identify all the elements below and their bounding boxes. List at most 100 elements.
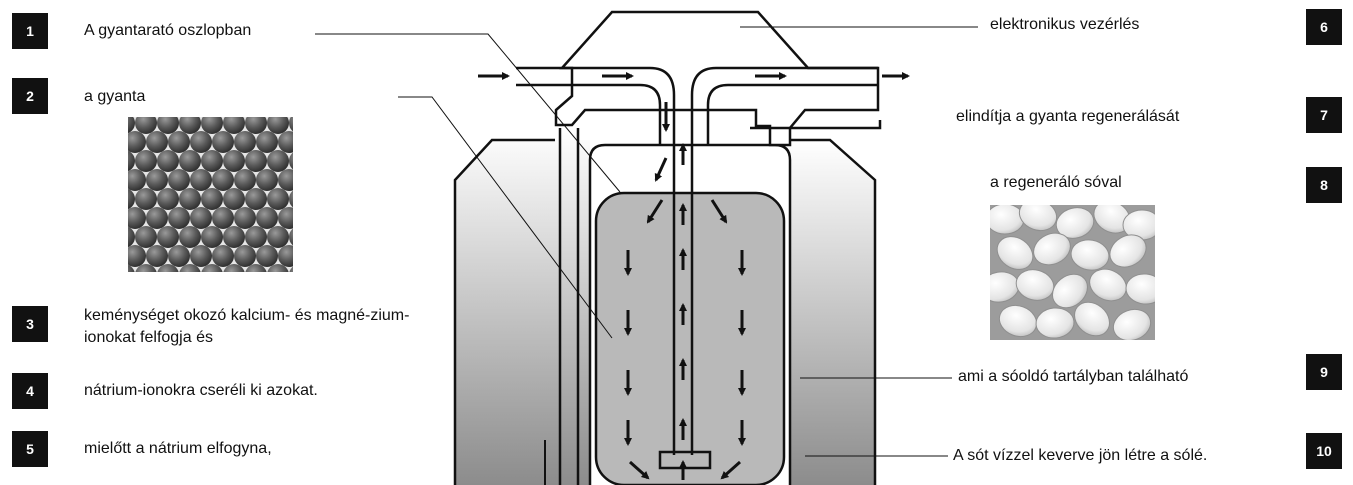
leader-line-1 (315, 33, 621, 193)
resin-bead (128, 131, 146, 153)
resin-bead (157, 117, 179, 134)
flow-arrow (629, 460, 650, 480)
resin-bead (157, 150, 179, 172)
step-badge-5: 5 (12, 431, 48, 467)
salt-tablet (996, 236, 1034, 270)
resin-bead (128, 150, 135, 172)
step-label-6: elektronikus vezérlés (990, 16, 1140, 33)
step-label-3: keménységet okozó kalcium- és magné-zium… (84, 307, 410, 346)
resin-bead (223, 188, 245, 210)
resin-bead (289, 152, 293, 170)
flow-arrow (646, 199, 664, 224)
control-head (554, 10, 880, 147)
resin-bead (157, 226, 179, 248)
resin-bead (146, 131, 168, 153)
step-badge-8: 8 (1306, 167, 1342, 203)
step-label-7: elindítja a gyanta regenerálását (956, 108, 1180, 125)
step-label-2: a gyanta (84, 88, 146, 105)
resin-bead (212, 131, 234, 153)
step-label-8: a regeneráló sóval (990, 174, 1122, 191)
resin-bed (594, 191, 786, 485)
resin-bead (201, 226, 223, 248)
step-badge-3: 3 (12, 306, 48, 342)
resin-bead (190, 245, 212, 267)
resin-bead (157, 264, 179, 272)
resin-bead (223, 264, 245, 272)
brine-tank-right (790, 140, 875, 485)
resin-bead (168, 207, 190, 229)
resin-bead (256, 131, 278, 153)
flow-arrow (720, 460, 741, 480)
resin-bead (128, 117, 135, 134)
resin-bead (128, 264, 135, 272)
resin-bead (168, 131, 190, 153)
salt-tablets-image (990, 205, 1155, 340)
salt-tablet (1070, 239, 1110, 271)
salt-tablet (1112, 308, 1152, 340)
resin-bead (223, 117, 245, 134)
resin-bead (201, 188, 223, 210)
resin-bead (289, 228, 293, 246)
step-badge-7: 7 (1306, 97, 1342, 133)
resin-bead (179, 188, 201, 210)
resin-bead (201, 150, 223, 172)
resin-bead (234, 245, 256, 267)
resin-bead (128, 207, 146, 229)
resin-bead (135, 150, 157, 172)
resin-bead (223, 150, 245, 172)
step-badge-10: 10 (1306, 433, 1342, 469)
resin-bead (267, 264, 289, 272)
resin-bead (179, 117, 201, 134)
resin-bead (234, 169, 256, 191)
resin-bead (278, 207, 293, 229)
step-label-10: A sót vízzel keverve jön létre a sólé. (953, 447, 1208, 464)
resin-bead (168, 169, 190, 191)
salt-tablet (1125, 273, 1155, 305)
resin-bead (146, 207, 168, 229)
salt-tablet (1055, 207, 1095, 239)
resin-bead (179, 264, 201, 272)
resin-bead (267, 117, 289, 134)
salt-tablet (1035, 307, 1075, 339)
resin-bead (267, 226, 289, 248)
resin-bead (278, 245, 293, 267)
resin-bead (212, 207, 234, 229)
resin-bead (256, 245, 278, 267)
resin-bead (234, 207, 256, 229)
resin-bead (278, 131, 293, 153)
resin-bead (234, 131, 256, 153)
resin-bead (289, 266, 293, 272)
resin-bead (135, 226, 157, 248)
salt-tablet (1109, 234, 1147, 268)
resin-bead (289, 117, 293, 132)
resin-bead (201, 264, 223, 272)
leader-line-2 (398, 96, 613, 339)
step-badge-9: 9 (1306, 354, 1342, 390)
resin-bead (278, 169, 293, 191)
step-badge-1: 1 (12, 13, 48, 49)
resin-bead (267, 150, 289, 172)
resin-bead (128, 226, 135, 248)
brine-tank (455, 128, 590, 485)
salt-tablet (1074, 301, 1110, 337)
resin-bead (267, 188, 289, 210)
resin-bead (179, 150, 201, 172)
step-label-1: A gyantarató oszlopban (84, 22, 252, 39)
resin-bead (245, 226, 267, 248)
resin-bead (135, 188, 157, 210)
resin-bead (245, 264, 267, 272)
resin-bead (256, 169, 278, 191)
salt-tablet (1033, 232, 1071, 266)
resin-bead (128, 169, 146, 191)
resin-bead (212, 245, 234, 267)
step-label-4: nátrium-ionokra cseréli ki azokat. (84, 382, 318, 399)
resin-bead (128, 188, 135, 210)
resin-bead (190, 131, 212, 153)
resin-bead (289, 190, 293, 208)
step-label-5: mielőtt a nátrium elfogyna, (84, 440, 272, 457)
resin-bead (212, 169, 234, 191)
salt-tablet (1018, 205, 1058, 232)
resin-bead (135, 117, 157, 134)
salt-tablet (998, 304, 1038, 338)
